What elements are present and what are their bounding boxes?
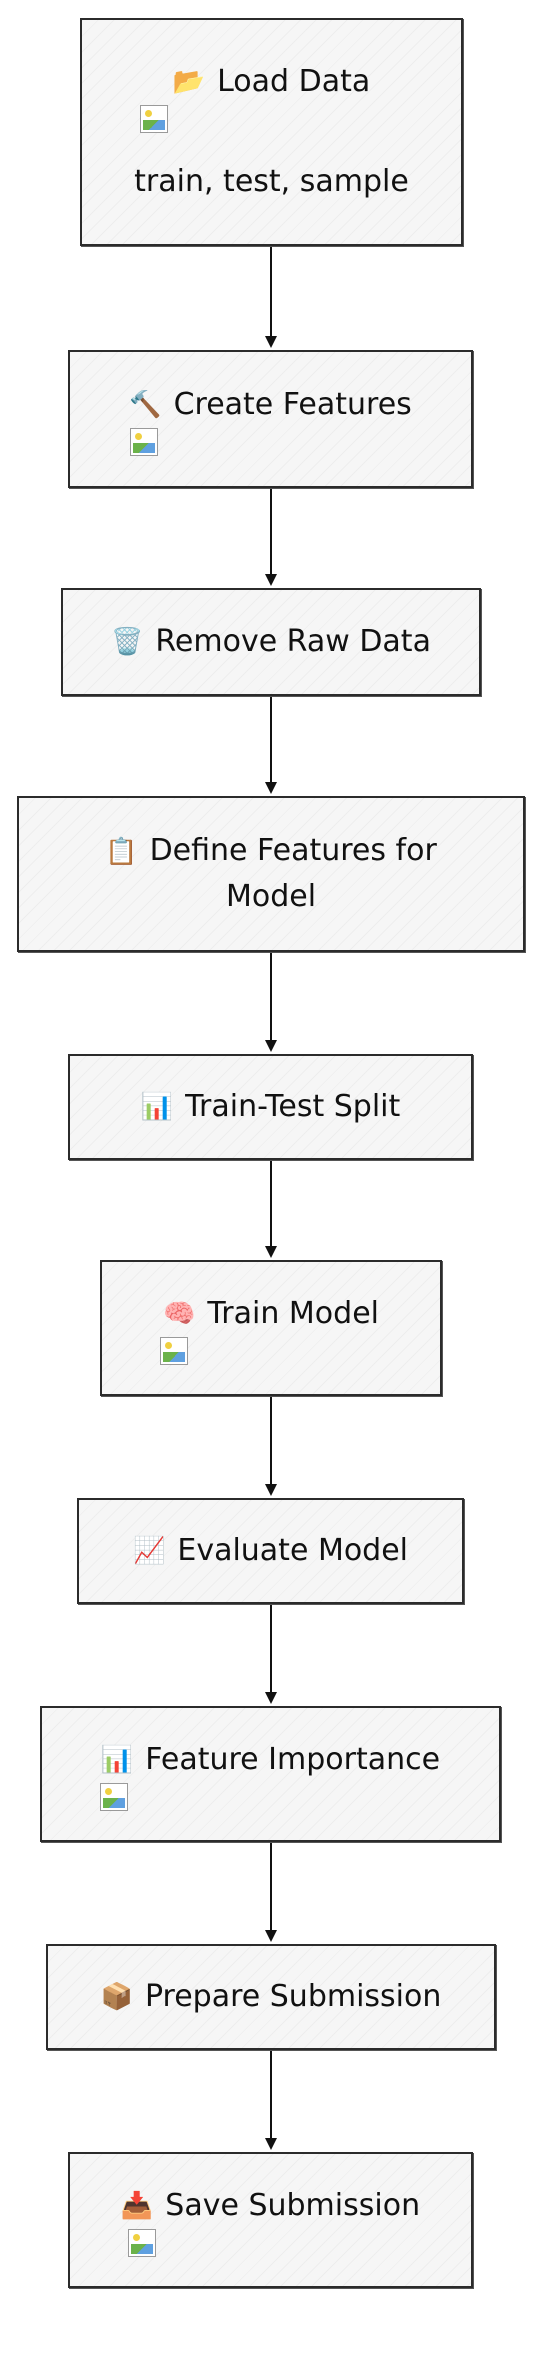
folder-icon: 📂	[172, 67, 206, 97]
node-load-data[interactable]: 📂 Load Data train, test, sample	[80, 18, 463, 246]
bar-chart-icon: 📊	[140, 1092, 174, 1122]
node-feature-importance[interactable]: 📊 Feature Importance	[40, 1706, 501, 1842]
clipboard-icon: 📋	[105, 837, 138, 867]
node-create-features[interactable]: 🔨 Create Features	[68, 350, 473, 488]
hammer-icon: 🔨	[129, 390, 162, 420]
node-remove-raw-data[interactable]: 🗑️ Remove Raw Data	[61, 588, 481, 696]
broken-image-icon	[100, 1783, 128, 1811]
node-label: Load Data	[217, 64, 371, 99]
node-define-features[interactable]: 📋 Define Features for Model	[17, 796, 525, 952]
node-label: Train-Test Split	[185, 1089, 401, 1124]
broken-image-icon	[140, 105, 168, 133]
node-label: Evaluate Model	[177, 1533, 409, 1568]
broken-image-icon	[160, 1337, 188, 1365]
node-label: Define Features for Model	[149, 833, 437, 914]
inbox-tray-icon: 📥	[120, 2191, 154, 2221]
node-label: Feature Importance	[145, 1742, 441, 1777]
node-train-test-split[interactable]: 📊 Train-Test Split	[68, 1054, 473, 1160]
broken-image-icon	[130, 428, 158, 456]
bar-chart-icon: 📊	[100, 1745, 134, 1775]
brain-icon: 🧠	[163, 1299, 196, 1329]
node-label: Prepare Submission	[144, 1979, 442, 2014]
node-save-submission[interactable]: 📥 Save Submission	[68, 2152, 473, 2288]
wastebasket-icon: 🗑️	[111, 627, 144, 657]
broken-image-icon	[128, 2229, 156, 2257]
node-label: Remove Raw Data	[155, 624, 431, 659]
chart-increasing-icon: 📈	[132, 1536, 166, 1566]
package-icon: 📦	[100, 1982, 133, 2012]
node-train-model[interactable]: 🧠 Train Model	[100, 1260, 442, 1396]
node-prepare-submission[interactable]: 📦 Prepare Submission	[46, 1944, 496, 2050]
node-label: Save Submission	[165, 2188, 421, 2223]
node-sublabel: train, test, sample	[134, 164, 409, 199]
node-evaluate-model[interactable]: 📈 Evaluate Model	[77, 1498, 464, 1604]
node-label: Train Model	[207, 1296, 379, 1331]
node-label: Create Features	[173, 387, 412, 422]
